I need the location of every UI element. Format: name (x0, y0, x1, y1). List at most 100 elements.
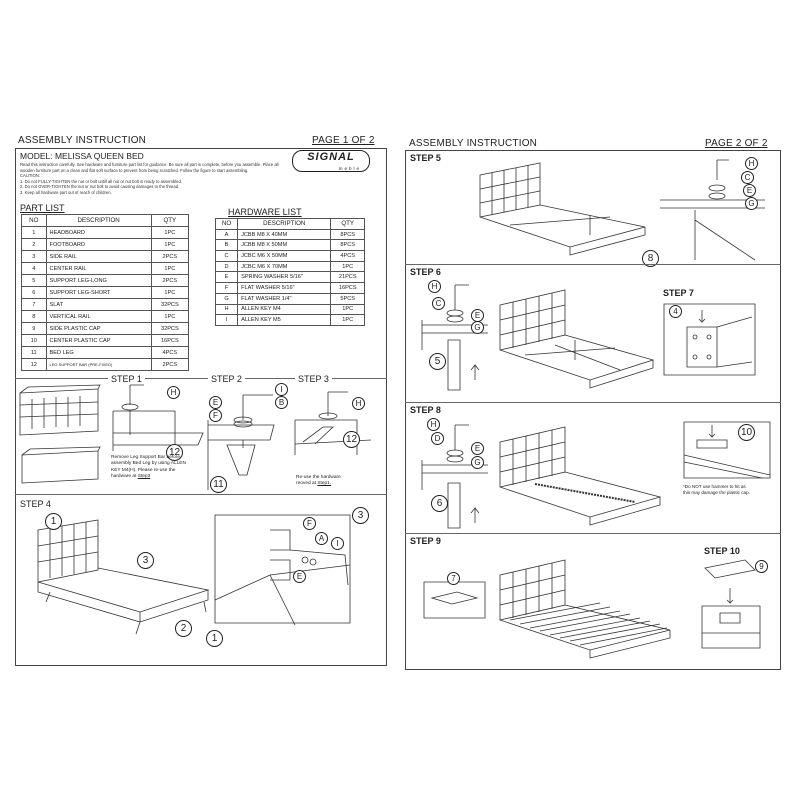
item-no: 9 (21, 322, 47, 335)
hardware-list-title: HARDWARE LIST (228, 207, 302, 217)
step8-cap-detail-diagram (683, 421, 771, 479)
callout-4: 4 (669, 305, 682, 318)
item-description: SIDE PLASTIC CAP (45, 322, 152, 335)
step8-bed-frame-diagram (499, 426, 662, 526)
callout-10: 10 (738, 424, 755, 441)
step5-detail-diagram (660, 159, 765, 261)
callout-5: 5 (429, 353, 446, 370)
page2-number: PAGE 2 OF 2 (705, 138, 768, 149)
item-no: B (214, 239, 239, 252)
intro-paragraph: Read this instruction carefully. See har… (20, 162, 279, 173)
page1-title: ASSEMBLY INSTRUCTION (18, 135, 147, 146)
item-no: 3 (21, 250, 47, 263)
step3-note-link[interactable]: Step1. (317, 481, 332, 487)
item-description: FOOTBOARD (45, 238, 152, 251)
item-no: 8 (21, 310, 47, 323)
item-description: ALLEN KEY M5 (237, 314, 332, 326)
callout-G: G (471, 321, 484, 334)
brand-name: SIGNAL (307, 151, 355, 163)
item-no: 2 (21, 238, 47, 251)
item-qty: 1PC (150, 238, 190, 251)
callout-E: E (471, 442, 484, 455)
item-no: I (214, 314, 239, 326)
item-no: 6 (21, 286, 47, 299)
step10-detail-diagram (701, 559, 761, 649)
step2-title: STEP 2 (208, 374, 245, 384)
callout-11: 11 (210, 476, 227, 493)
callout-F: F (303, 517, 316, 530)
item-qty: 32PCS (150, 322, 190, 335)
callout-D: D (431, 432, 444, 445)
step8-title: STEP 8 (410, 405, 441, 415)
column-header: DESCRIPTION (237, 218, 332, 230)
callout-F: F (209, 409, 222, 422)
callout-6: 6 (431, 495, 448, 512)
item-no: 10 (21, 334, 47, 347)
item-no: 4 (21, 262, 47, 275)
step6-title: STEP 6 (410, 267, 441, 277)
item-qty: 8PCS (330, 228, 365, 241)
callout-C: C (432, 297, 445, 310)
item-description: CENTER RAIL (45, 262, 152, 275)
item-qty: 1PC (150, 310, 190, 323)
callout-I: I (275, 383, 288, 396)
item-qty: 4PCS (330, 250, 365, 262)
item-qty: 2PCS (150, 274, 190, 287)
item-qty: 1PC (330, 260, 365, 273)
item-qty: 8PCS (330, 239, 365, 252)
page2-frame (405, 150, 781, 670)
column-header: DESCRIPTION (45, 214, 152, 227)
item-description: SPRING WASHER 5/16" (237, 271, 332, 284)
callout-12: 12 (166, 444, 183, 461)
item-description: FLAT WASHER 1/4" (237, 292, 332, 305)
step1-note-link[interactable]: Step3 (137, 473, 151, 479)
item-no: 11 (21, 346, 47, 359)
callout-A: A (315, 532, 328, 545)
item-no: E (214, 271, 239, 284)
item-no: 1 (21, 226, 47, 239)
item-qty: 4PCS (150, 346, 190, 359)
step9-bed-frame-diagram (499, 559, 671, 659)
step3-note: Re-use the hardware reoved at Step1. (296, 475, 356, 488)
item-qty: 1PC (150, 286, 190, 299)
item-no: A (214, 228, 239, 241)
item-qty: 2PCS (150, 250, 190, 263)
callout-B: B (275, 396, 288, 409)
callout-H: H (352, 397, 365, 410)
step9-title: STEP 9 (410, 536, 441, 546)
step6-bed-frame-diagram (499, 289, 655, 389)
step2-bed-leg-diagram (207, 394, 275, 490)
callout-12: 12 (343, 431, 360, 448)
caution-title: CAUTION: (20, 173, 41, 179)
item-qty: 16PCS (330, 282, 365, 294)
step1-headboard-diagram (19, 384, 101, 484)
page1-frame (15, 148, 387, 666)
step10-title: STEP 10 (704, 546, 740, 556)
item-description: CENTER PLASTIC CAP (45, 334, 152, 347)
callout-H: H (745, 157, 758, 170)
item-qty: 1PC (150, 226, 190, 239)
item-no: D (214, 260, 239, 273)
callout-I: I (331, 537, 344, 550)
step6-detail-diagram (421, 284, 488, 391)
callout-E: E (743, 184, 756, 197)
step4-title: STEP 4 (20, 499, 51, 509)
step1-leg-bar-diagram (112, 384, 204, 461)
callout-2: 2 (175, 620, 192, 637)
